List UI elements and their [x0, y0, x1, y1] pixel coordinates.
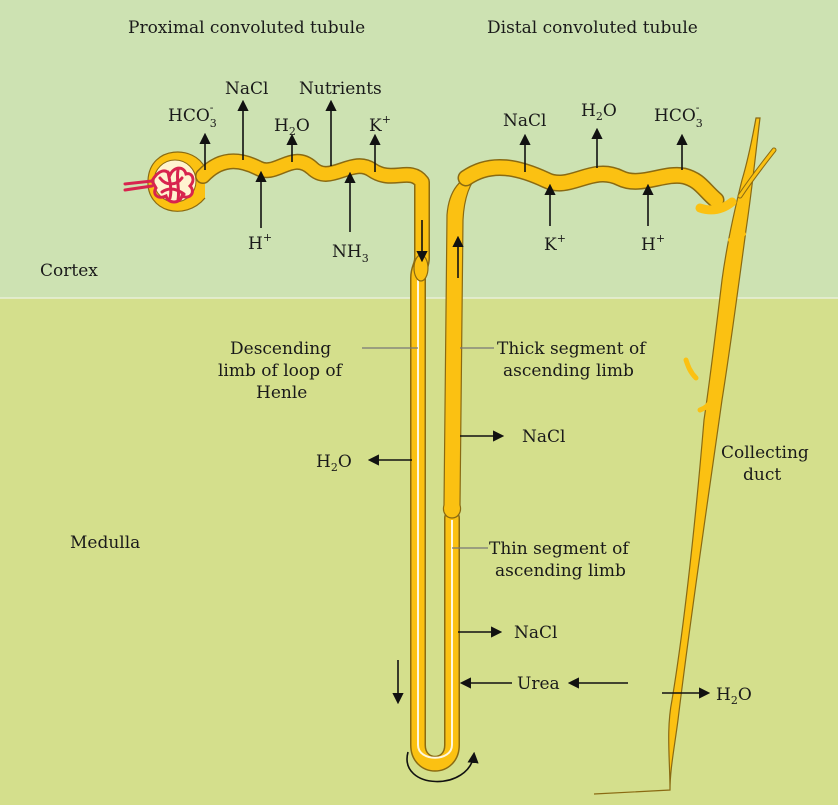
- glomerulus: [123, 166, 195, 204]
- label-thin-2: ascending limb: [495, 561, 626, 581]
- label-dct-k: K+: [544, 232, 566, 255]
- label-collect-2: duct: [743, 465, 781, 485]
- collecting-duct: [593, 117, 761, 795]
- region-medulla: Medulla: [70, 533, 140, 553]
- label-pct-h: H+: [248, 231, 272, 254]
- label-desc-3: Henle: [256, 383, 307, 403]
- label-urea: Urea: [517, 674, 560, 694]
- region-cortex: Cortex: [40, 261, 98, 281]
- label-thin-1: Thin segment of: [489, 539, 630, 559]
- label-dct-hco3: HCO3-: [654, 101, 703, 130]
- label-thick-2: ascending limb: [503, 361, 634, 381]
- label-pct-k: K+: [369, 113, 391, 136]
- label-pct-h2o: H2O: [274, 116, 310, 138]
- label-pct-nutrients: Nutrients: [299, 79, 382, 99]
- label-thick-1: Thick segment of: [497, 339, 647, 359]
- header-pct: Proximal convoluted tubule: [128, 18, 365, 38]
- label-h2o-desc: H2O: [316, 452, 352, 474]
- label-nacl-thick: NaCl: [522, 427, 565, 447]
- label-h2o-cd: H2O: [716, 685, 752, 707]
- label-collect-1: Collecting: [721, 443, 809, 463]
- label-dct-h: H+: [641, 232, 665, 255]
- label-desc-1: Descending: [230, 339, 331, 359]
- label-pct-nacl: NaCl: [225, 79, 268, 99]
- label-desc-2: limb of loop of: [218, 361, 344, 381]
- header-dct: Distal convoluted tubule: [487, 18, 698, 38]
- label-dct-h2o: H2O: [581, 101, 617, 123]
- label-pct-nh3: NH3: [332, 242, 369, 265]
- label-dct-nacl: NaCl: [503, 111, 546, 131]
- label-pct-hco3: HCO3-: [168, 101, 217, 130]
- label-nacl-thin: NaCl: [514, 623, 557, 643]
